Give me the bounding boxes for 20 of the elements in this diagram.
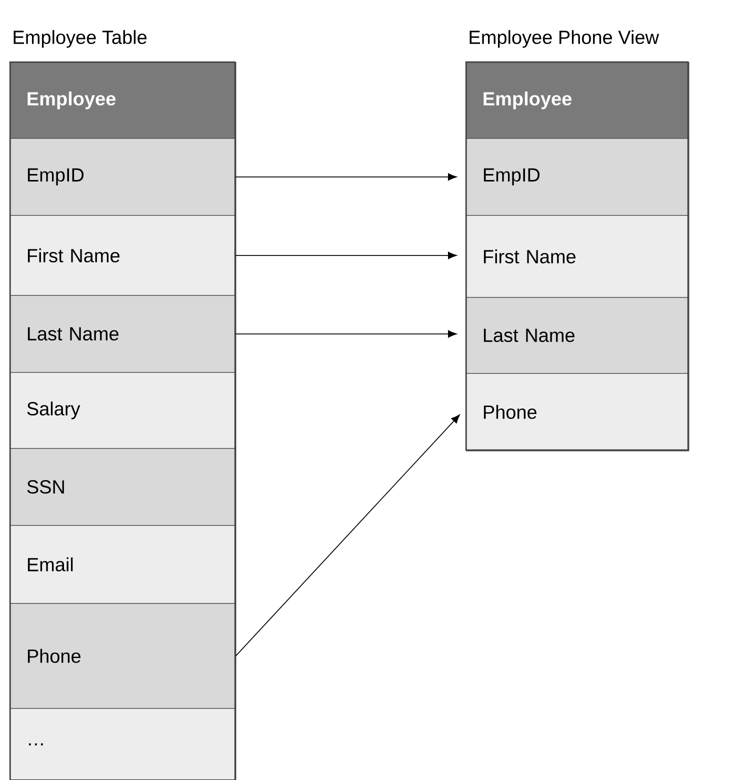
table-row: Last Name <box>10 295 236 373</box>
arrow <box>235 252 457 260</box>
node-label: Employee Phone View <box>470 30 660 48</box>
table-row: Salary <box>10 372 236 449</box>
arrow <box>235 414 460 656</box>
table-row: Last Name <box>466 297 689 374</box>
table-row: First Name <box>466 215 689 298</box>
arrow <box>235 330 457 338</box>
table-row: Phone <box>10 603 236 709</box>
header-cell: Employee <box>10 62 236 139</box>
table-row: … <box>10 708 236 780</box>
table-row: Email <box>10 525 236 604</box>
table-row: EmpID <box>466 138 689 216</box>
table-row: Phone <box>466 373 689 451</box>
arrow <box>235 173 457 181</box>
table-row: EmpID <box>10 138 236 216</box>
header-cell: Employee <box>466 62 689 139</box>
table-row: SSN <box>10 448 236 526</box>
node-label: Employee Table <box>14 30 147 48</box>
table-row: First Name <box>10 215 236 296</box>
